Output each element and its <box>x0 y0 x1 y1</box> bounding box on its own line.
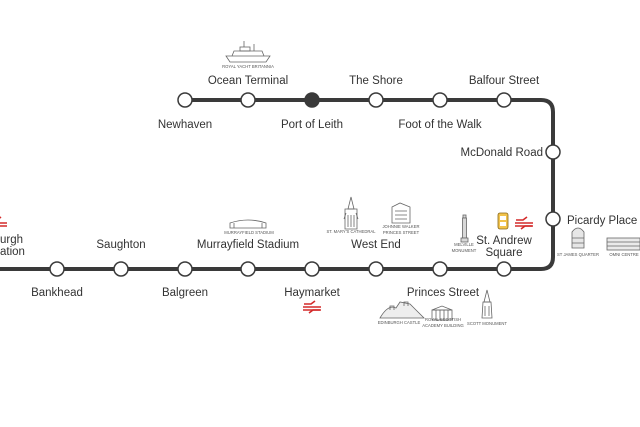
stop-saughton[interactable] <box>113 261 129 277</box>
stops-bottom-row <box>49 261 512 277</box>
caption-royal-scottish-1: ROYAL SCOTTISH <box>425 317 461 322</box>
stop-newhaven[interactable] <box>177 92 193 108</box>
stop-foot-of-the-walk[interactable] <box>432 92 448 108</box>
tram-route-line <box>0 98 555 271</box>
national-rail-icon <box>515 216 533 230</box>
caption-melville-2: MONUMENT <box>452 248 477 253</box>
st-marys-cathedral-icon <box>343 196 359 230</box>
st-james-quarter-icon <box>571 227 585 249</box>
national-rail-icon <box>0 216 7 227</box>
stop-the-shore[interactable] <box>368 92 384 108</box>
stop-st-andrew-square[interactable] <box>496 261 512 277</box>
stops-top-row <box>177 92 512 108</box>
caption-royal-scottish-2: ACADEMY BUILDING <box>422 323 464 328</box>
label-picardy-place: Picardy Place <box>567 215 637 227</box>
label-ocean-terminal: Ocean Terminal <box>208 75 288 87</box>
omni-centre-icon <box>606 237 640 251</box>
label-edinburgh-park-line-2: ation <box>0 246 25 258</box>
stop-mcdonald-road[interactable] <box>545 144 561 160</box>
stop-balgreen[interactable] <box>177 261 193 277</box>
label-murrayfield-stadium: Murrayfield Stadium <box>197 239 299 251</box>
melville-monument-icon <box>460 214 469 243</box>
caption-johnnie-walker-2: PRINCES STREET <box>383 230 420 235</box>
tram-ticket-icon <box>497 212 509 230</box>
label-haymarket: Haymarket <box>284 287 340 299</box>
label-st-andrew-line-1: St. Andrew <box>476 235 532 247</box>
label-foot-of-the-walk: Foot of the Walk <box>398 119 482 131</box>
label-princes-street: Princes Street <box>407 287 480 299</box>
edinburgh-castle-icon <box>379 301 425 319</box>
stop-picardy-place[interactable] <box>545 211 561 227</box>
label-edinburgh-park-line-1: urgh <box>0 234 23 246</box>
stops-right-column <box>545 144 561 227</box>
caption-edinburgh-castle: EDINBURGH CASTLE <box>378 320 421 325</box>
label-port-of-leith: Port of Leith <box>281 119 343 131</box>
stop-murrayfield-stadium[interactable] <box>240 261 256 277</box>
caption-johnnie-walker-1: JOHNNIE WALKER <box>382 224 419 229</box>
murrayfield-stadium-icon <box>229 219 267 229</box>
stop-balfour-street[interactable] <box>496 92 512 108</box>
caption-murrayfield: MURRAYFIELD STADIUM <box>224 230 274 235</box>
caption-st-james: ST JAMES QUARTER <box>557 252 599 257</box>
royal-scottish-academy-icon <box>431 305 453 321</box>
label-west-end: West End <box>351 239 401 251</box>
johnnie-walker-building-icon <box>391 202 411 224</box>
stop-princes-street[interactable] <box>432 261 448 277</box>
caption-omni: OMNI CENTRE <box>609 252 639 257</box>
stop-bankhead[interactable] <box>49 261 65 277</box>
stop-ocean-terminal[interactable] <box>240 92 256 108</box>
caption-scott-monument: SCOTT MONUMENT <box>467 321 507 326</box>
label-balfour-street: Balfour Street <box>469 75 540 87</box>
caption-royal-yacht: ROYAL YACHT BRITANNIA <box>222 64 274 69</box>
caption-melville-1: MELVILLE <box>454 242 474 247</box>
royal-yacht-britannia-icon <box>225 41 271 63</box>
label-mcdonald-road: McDonald Road <box>461 147 543 159</box>
label-newhaven: Newhaven <box>158 119 212 131</box>
label-bankhead: Bankhead <box>31 287 83 299</box>
caption-st-marys: ST. MARY'S CATHEDRAL <box>326 229 376 234</box>
label-the-shore: The Shore <box>349 75 403 87</box>
stop-haymarket[interactable] <box>304 261 320 277</box>
label-st-andrew-line-2: Square <box>485 247 522 259</box>
national-rail-icon <box>303 300 321 314</box>
stop-port-of-leith[interactable] <box>304 92 320 108</box>
stop-west-end[interactable] <box>368 261 384 277</box>
label-saughton: Saughton <box>96 239 145 251</box>
label-balgreen: Balgreen <box>162 287 208 299</box>
scott-monument-icon <box>481 289 493 319</box>
